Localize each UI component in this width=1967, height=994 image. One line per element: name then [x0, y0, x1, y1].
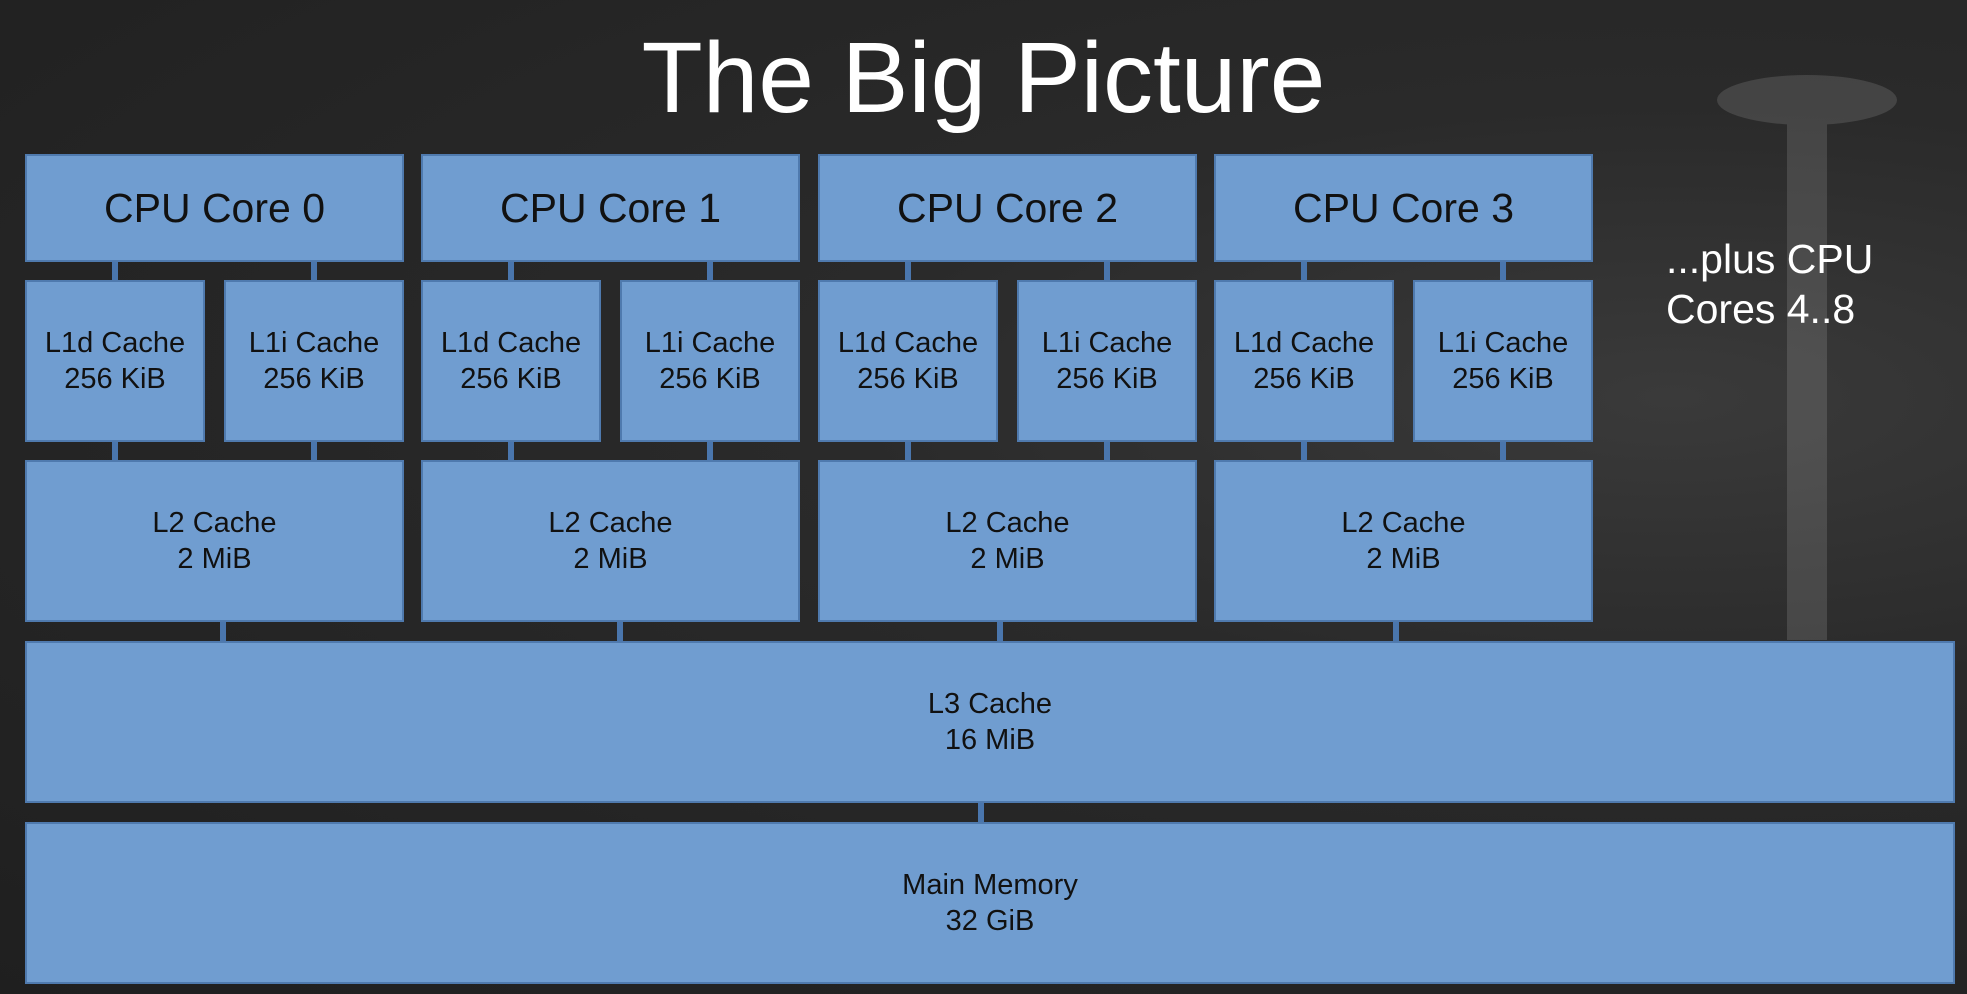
l1i-cache-box: L1i Cache 256 KiB: [1017, 280, 1197, 442]
side-note-line: Cores 4..8: [1666, 286, 1856, 332]
connector: [617, 622, 623, 641]
l2-cache-box: L2 Cache 2 MiB: [1214, 460, 1593, 622]
l1d-cache-box-text: L1d Cache: [44, 327, 186, 359]
l2-cache-box: L2 Cache 2 MiB: [818, 460, 1197, 622]
l2-cache-box-text: L2 Cache: [1341, 507, 1466, 539]
l1d-cache-box-text: 256 KiB: [64, 363, 166, 395]
connector: [220, 622, 226, 641]
l1i-cache-box-text: L1i Cache: [644, 327, 776, 359]
connector: [978, 803, 984, 822]
connector: [1500, 262, 1506, 280]
l2-cache-box: L2 Cache 2 MiB: [421, 460, 800, 622]
side-note-line: ...plus CPU: [1666, 236, 1874, 282]
l1d-cache-box: L1d Cache 256 KiB: [818, 280, 998, 442]
connector: [1104, 442, 1110, 460]
l1d-cache-box: L1d Cache 256 KiB: [1214, 280, 1394, 442]
main-memory-box: Main Memory 32 GiB: [25, 822, 1955, 984]
memory-label: Main Memory: [902, 869, 1078, 901]
l1d-cache-box-text: L1d Cache: [440, 327, 582, 359]
connector: [1104, 262, 1110, 280]
connector: [1500, 442, 1506, 460]
l2-cache-box: L2 Cache 2 MiB: [25, 460, 404, 622]
l1i-cache-box-text: 256 KiB: [1452, 363, 1554, 395]
l2-cache-box-text: 2 MiB: [177, 543, 252, 575]
connector: [112, 442, 118, 460]
connector: [311, 442, 317, 460]
l1i-cache-box-text: L1i Cache: [248, 327, 380, 359]
l2-cache-box-text: 2 MiB: [970, 543, 1045, 575]
connector: [112, 262, 118, 280]
connector: [311, 262, 317, 280]
l1i-cache-box-text: L1i Cache: [1437, 327, 1569, 359]
l1d-cache-box-text: 256 KiB: [857, 363, 959, 395]
connector: [1301, 262, 1307, 280]
l1i-cache-box-text: 256 KiB: [659, 363, 761, 395]
side-note: ...plus CPU Cores 4..8: [1666, 234, 1873, 334]
l3-label: L3 Cache: [927, 688, 1053, 720]
l1i-cache-box-text: 256 KiB: [263, 363, 365, 395]
l1d-cache-box-text: 256 KiB: [460, 363, 562, 395]
connector: [1301, 442, 1307, 460]
slide-title: The Big Picture: [641, 22, 1326, 134]
l1d-cache-box: L1d Cache 256 KiB: [421, 280, 601, 442]
cpu-core-box: CPU Core 3: [1214, 154, 1593, 262]
connector: [508, 262, 514, 280]
cpu-core-box-text: CPU Core 1: [499, 184, 721, 231]
l2-cache-box-text: L2 Cache: [152, 507, 277, 539]
l1d-cache-box: L1d Cache 256 KiB: [25, 280, 205, 442]
l1i-cache-box: L1i Cache 256 KiB: [620, 280, 800, 442]
connector: [905, 262, 911, 280]
connector: [508, 442, 514, 460]
cpu-core-box-text: CPU Core 0: [103, 184, 325, 231]
l2-cache-box-text: 2 MiB: [573, 543, 648, 575]
cpu-core-box: CPU Core 2: [818, 154, 1197, 262]
l2-cache-box-text: 2 MiB: [1366, 543, 1441, 575]
connector: [905, 442, 911, 460]
cpu-core-box: CPU Core 1: [421, 154, 800, 262]
l1i-cache-box: L1i Cache 256 KiB: [224, 280, 404, 442]
connector: [997, 622, 1003, 641]
cpu-core-box: CPU Core 0: [25, 154, 404, 262]
connector: [707, 442, 713, 460]
connector: [707, 262, 713, 280]
l1i-cache-box-text: L1i Cache: [1041, 327, 1173, 359]
l2-cache-box-text: L2 Cache: [548, 507, 673, 539]
memory-size: 32 GiB: [945, 905, 1035, 937]
l1d-cache-box-text: L1d Cache: [1233, 327, 1375, 359]
connector: [1393, 622, 1399, 641]
cpu-core-box-text: CPU Core 3: [1292, 184, 1514, 231]
space-needle-background-icon: [1717, 75, 1897, 640]
l3-cache-box: L3 Cache 16 MiB: [25, 641, 1955, 803]
l1i-cache-box-text: 256 KiB: [1056, 363, 1158, 395]
l1i-cache-box: L1i Cache 256 KiB: [1413, 280, 1593, 442]
l1d-cache-box-text: 256 KiB: [1253, 363, 1355, 395]
l2-cache-box-text: L2 Cache: [945, 507, 1070, 539]
l1d-cache-box-text: L1d Cache: [837, 327, 979, 359]
cpu-core-box-text: CPU Core 2: [896, 184, 1118, 231]
l3-size: 16 MiB: [944, 724, 1036, 756]
